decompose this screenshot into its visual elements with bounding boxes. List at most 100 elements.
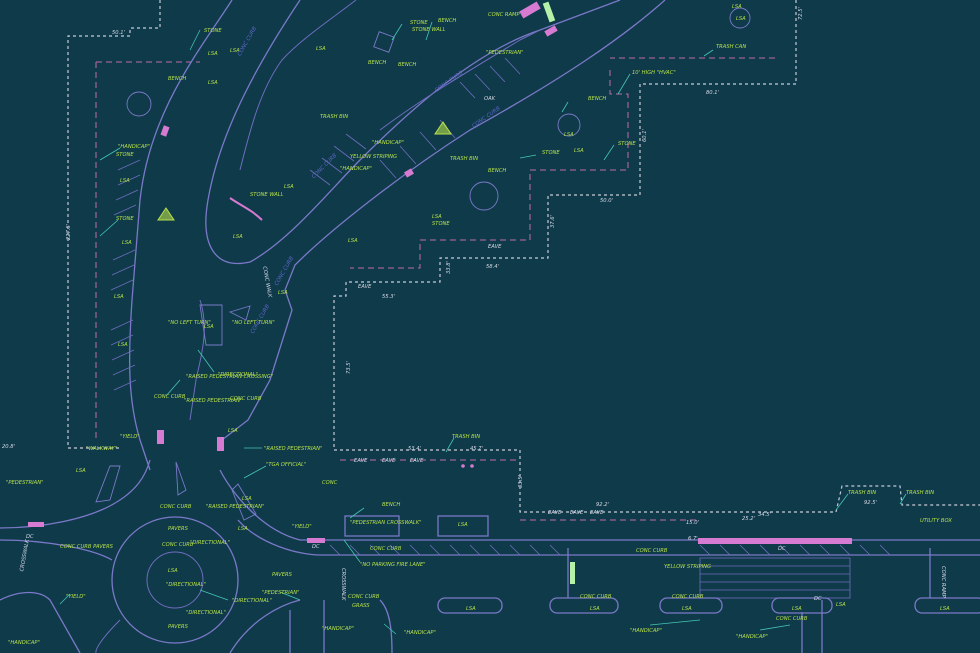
label-lsa-3: LSA xyxy=(316,46,326,52)
label-conc-curb-9: CONC CURB xyxy=(348,594,380,600)
label-directional-5: "DIRECTIONAL" xyxy=(232,598,272,604)
label-conc-curb-13: CONC CURB xyxy=(311,153,339,181)
label-pedestrian-2: "PEDESTRIAN" xyxy=(6,480,43,486)
label-yellow-striping-2: YELLOW STRIPING xyxy=(664,564,711,570)
label-conc: CONC xyxy=(322,480,338,486)
dim-15: 25.2' xyxy=(742,516,755,522)
label-handicap-5: "HANDICAP" xyxy=(322,626,354,632)
annotation-labels: STONE LSA LSA BENCH STONE STONE WALL BEN… xyxy=(6,4,952,646)
label-conc-curb-5: CONC CURB xyxy=(370,546,402,552)
label-pavers-1: PAVERS xyxy=(168,526,189,532)
label-pedestrian-1: "PEDESTRIAN" xyxy=(486,50,523,56)
label-dc-4: DC xyxy=(814,596,822,602)
parking-islands xyxy=(289,515,980,653)
label-dc-3: DC xyxy=(26,534,34,540)
label-lsa-2: LSA xyxy=(208,80,218,86)
label-handicap-3: "HANDICAP" xyxy=(118,144,150,150)
dim-21: 20.8' xyxy=(2,444,15,450)
label-lsa-24: LSA xyxy=(458,522,468,528)
building-outline-west xyxy=(67,0,161,449)
label-lsa-17: LSA xyxy=(118,342,128,348)
dim-7: 58.4' xyxy=(486,264,499,270)
label-pavers-3: PAVERS xyxy=(272,572,293,578)
label-stone-wall-2: STONE WALL xyxy=(250,192,284,198)
label-lsa-11: LSA xyxy=(284,184,294,190)
label-lsa-19: LSA xyxy=(228,428,238,434)
label-pedestrian-3: "PEDESTRIAN" xyxy=(262,590,299,596)
label-lsa-6: LSA xyxy=(564,132,574,138)
label-stone-5: STONE xyxy=(432,221,450,227)
south-hatch xyxy=(329,544,891,599)
dim-18: 227.5' xyxy=(66,224,72,240)
label-stone-6: STONE xyxy=(116,152,134,158)
label-stone-2: STONE xyxy=(410,20,428,26)
label-eave-2: EAVE xyxy=(358,284,372,290)
label-conc-curb-3: CONC CURB xyxy=(160,504,192,510)
label-lsa-14: LSA xyxy=(120,178,130,184)
label-directional-3: "DIRECTIONAL" xyxy=(166,582,206,588)
label-crosswalk-1: CROSSWALK xyxy=(19,538,31,572)
label-trash-bin-1: TRASH BIN xyxy=(450,156,478,162)
eave-lines xyxy=(95,57,775,521)
label-hvac: 10' HIGH "HVAC" xyxy=(632,70,676,76)
label-raised-ped-crossing: "RAISED PEDESTRIAN CROSSING" xyxy=(186,374,273,380)
label-tga-official: "TGA OFFICIAL" xyxy=(266,462,306,468)
label-trash-bin-2: TRASH BIN xyxy=(320,114,348,120)
label-lsa-1: LSA xyxy=(208,51,218,57)
label-lsa-26: LSA xyxy=(590,606,600,612)
label-conc-curb-6: CONC CURB xyxy=(636,548,668,554)
dim-19: 33.5' xyxy=(518,475,524,488)
leader-lines xyxy=(59,21,907,635)
label-yield-1: "YIELD" xyxy=(120,434,140,440)
label-dc-1: DC xyxy=(312,544,320,550)
label-lsa-10: LSA xyxy=(230,48,240,54)
label-lsa-20: LSA xyxy=(76,468,86,474)
parking-stripes xyxy=(110,57,521,391)
curved-drive xyxy=(128,0,666,471)
label-grass: GRASS xyxy=(352,603,370,609)
label-handicap-4: "HANDICAP" xyxy=(8,640,40,646)
dim-10: 73.5' xyxy=(346,361,352,374)
label-ped-crosswalk: "PEDESTRIAN CROSSWALK" xyxy=(350,520,422,526)
label-lsa-9: LSA xyxy=(233,234,243,240)
dim-8: 55.3' xyxy=(382,294,395,300)
label-bench-4: BENCH xyxy=(398,62,416,68)
label-stone-7: STONE xyxy=(116,216,134,222)
label-lsa-30: LSA xyxy=(940,606,950,612)
label-eave-4: EAVE xyxy=(382,458,396,464)
dim-5: 50.0' xyxy=(600,198,613,204)
label-conc-curb-10: CONC CURB xyxy=(776,616,808,622)
label-conc-curb-8: CONC CURB xyxy=(672,594,704,600)
label-handicap-1: "HANDICAP" xyxy=(372,140,404,146)
dim-9: 33.8' xyxy=(446,261,452,274)
dim-14: 92.5' xyxy=(864,500,877,506)
label-handicap-8: "HANDICAP" xyxy=(736,634,768,640)
label-lsa-16: LSA xyxy=(114,294,124,300)
label-conc-curb-2: CONC CURB xyxy=(154,394,186,400)
label-eave-8: EAVE xyxy=(590,510,604,516)
label-lsa-13: LSA xyxy=(278,290,288,296)
label-stone-wall-1: STONE WALL xyxy=(412,27,446,33)
label-conc-ramp-2: CONC RAMP xyxy=(940,566,946,598)
label-raised-pedestrian-3: "RAISED PEDESTRIAN" xyxy=(206,504,264,510)
dim-4: 60.1' xyxy=(642,129,648,142)
label-eave-7: EAVE xyxy=(570,510,584,516)
dim-6: 37.6' xyxy=(550,215,556,228)
label-yellow-striping-1: YELLOW STRIPING xyxy=(350,154,397,160)
label-no-parking: "NO PARKING FIRE LANE" xyxy=(360,562,426,568)
label-trash-bin-3: TRASH BIN xyxy=(848,490,876,496)
label-directional-2: "DIRECTIONAL" xyxy=(190,540,230,546)
roundabout xyxy=(0,459,980,653)
label-conc-curb-1: CONC CURB xyxy=(230,396,262,402)
label-bench-3: BENCH xyxy=(368,60,386,66)
label-conc-curb-12: CONC CURB xyxy=(471,106,501,130)
label-lsa-22: LSA xyxy=(168,568,178,574)
label-pavers-2: PAVERS xyxy=(168,624,189,630)
stone-wall xyxy=(229,197,263,221)
label-utility-box: UTILITY BOX xyxy=(920,518,952,524)
label-lsa-5: LSA xyxy=(732,4,742,10)
label-crosswalk-2: CROSSWALK xyxy=(340,568,346,601)
label-eave-5: EAVE xyxy=(410,458,424,464)
label-eave-6: EAVE xyxy=(548,510,562,516)
